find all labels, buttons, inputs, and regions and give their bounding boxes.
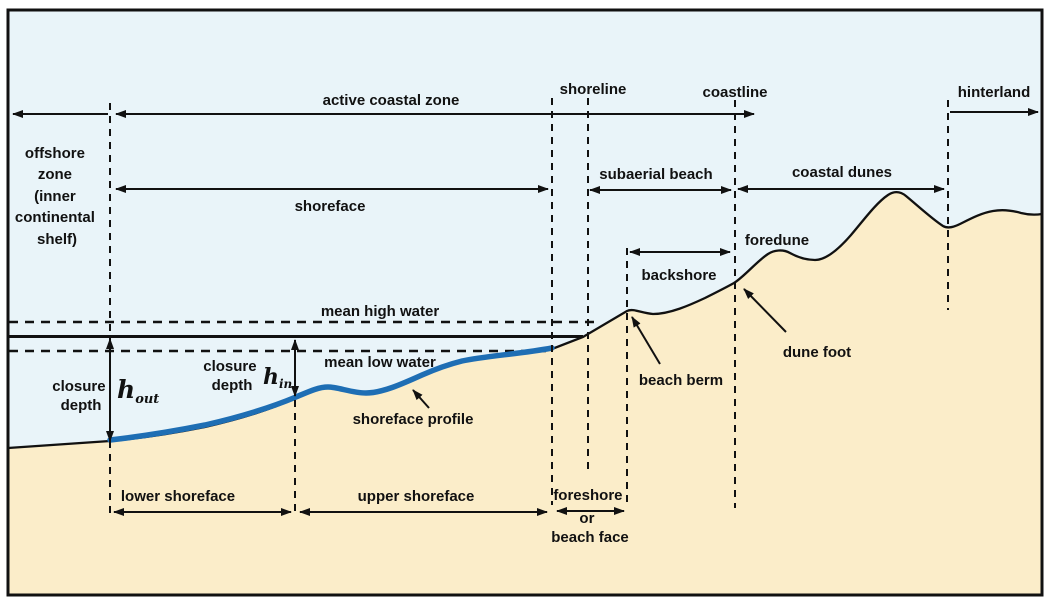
coastal-dunes-label: coastal dunes <box>792 164 892 181</box>
coastline-label: coastline <box>702 84 767 101</box>
pointer-arrows <box>412 288 787 409</box>
offshore-zone-label: offshore zone (inner continental shelf) <box>15 145 99 248</box>
active-coastal-zone-label: active coastal zone <box>323 92 460 109</box>
shoreface-profile-pointer-arrow <box>412 389 430 409</box>
upper-shoreface-label: upper shoreface <box>358 488 475 505</box>
hinterland-label: hinterland <box>958 84 1031 101</box>
depth-arrows <box>106 338 299 442</box>
h-in-label: hin <box>263 364 292 391</box>
mean-low-water-label: mean low water <box>324 354 436 371</box>
diagram-border <box>6 8 1044 597</box>
boundary-dashed-lines <box>109 98 949 517</box>
closure-depth-inner-label: closure depth <box>203 358 261 394</box>
lower-shoreface-label: lower shoreface <box>121 488 235 505</box>
backshore-label: backshore <box>641 267 716 284</box>
extent-arrows <box>12 108 1039 516</box>
mean-high-water-label: mean high water <box>321 303 440 320</box>
shoreface-label: shoreface <box>295 198 366 215</box>
beach-berm-pointer-arrow <box>631 316 661 365</box>
dune-foot-pointer-arrow <box>743 288 787 333</box>
foreshore-label: foreshore or beach face <box>551 487 629 546</box>
shoreface-profile-curve <box>107 345 555 443</box>
beach-berm-label: beach berm <box>639 372 723 389</box>
shoreline-label: shoreline <box>560 81 627 98</box>
closure-depth-outer-label: closure depth <box>52 378 110 414</box>
water-level-lines <box>9 320 601 353</box>
subaerial-beach-label: subaerial beach <box>599 166 712 183</box>
shoreface-profile-label: shoreface profile <box>353 411 474 428</box>
foredune-label: foredune <box>745 232 809 249</box>
dune-foot-label: dune foot <box>783 344 851 361</box>
sand-body <box>8 192 1042 594</box>
h-out-label: hout <box>117 375 159 407</box>
